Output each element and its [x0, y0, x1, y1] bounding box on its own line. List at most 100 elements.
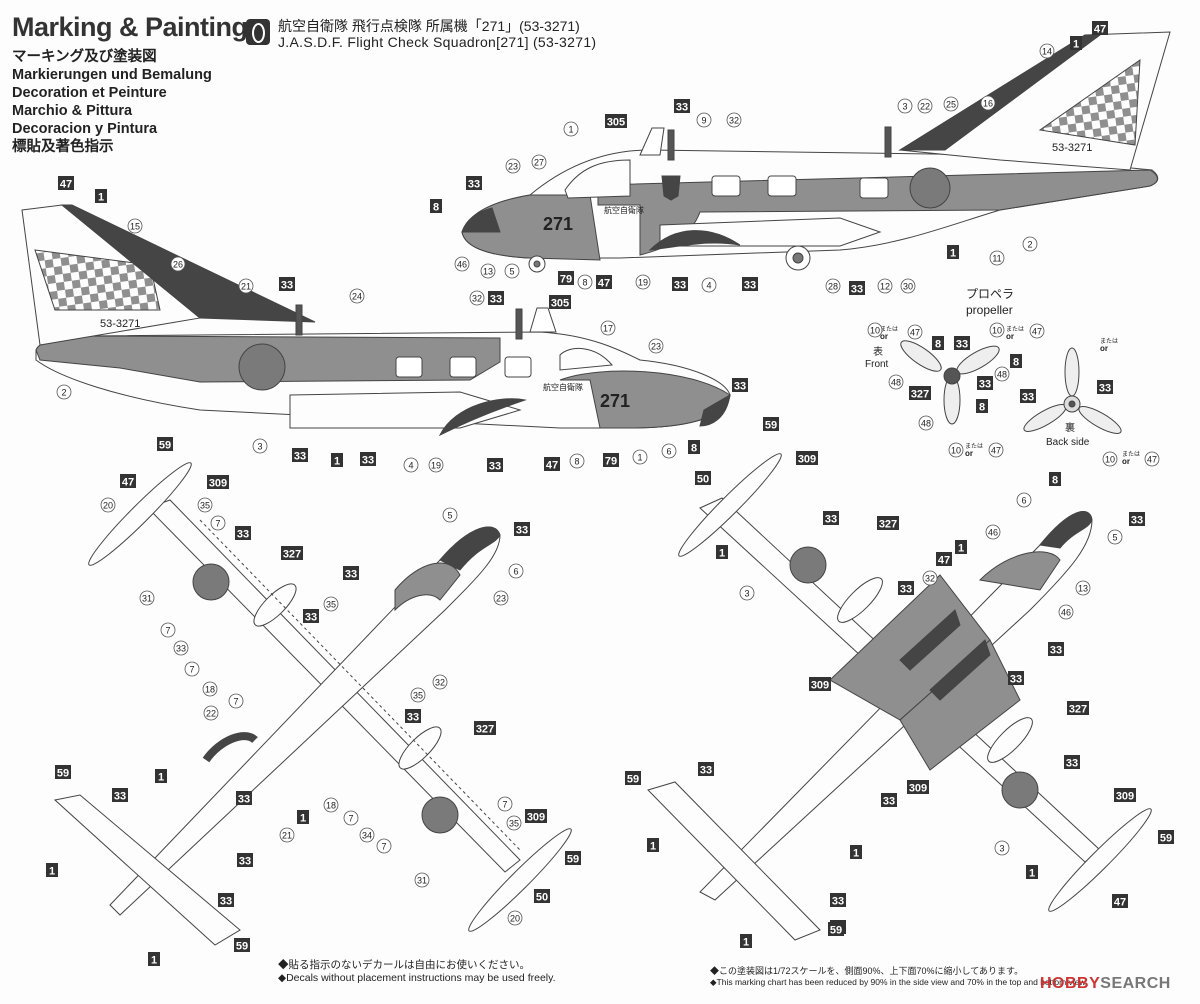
callout-prop-10: 10 — [867, 322, 883, 338]
callout-prop-8: 8 — [976, 399, 988, 414]
callout-side-bottom-47: 47 — [58, 176, 74, 191]
callout-side-top-27: 27 — [531, 154, 547, 170]
callout-side-bottom-24: 24 — [349, 288, 365, 304]
callout-prop-33: 33 — [1020, 389, 1036, 404]
svg-text:15: 15 — [130, 222, 140, 232]
scheme-title-en: J.A.S.D.F. Flight Check Squadron[271] (5… — [278, 34, 597, 50]
svg-text:33: 33 — [1066, 758, 1078, 770]
callout-plan-left-6: 6 — [508, 563, 524, 579]
note-right-jp: ◆この塗装図は1/72スケールを、側面90%、上下面70%に縮小してあります。 — [710, 966, 1024, 976]
svg-text:32: 32 — [925, 574, 935, 584]
svg-text:27: 27 — [534, 158, 544, 168]
callout-plan-right-33: 33 — [1129, 512, 1145, 527]
callout-plan-left-7: 7 — [160, 622, 176, 638]
svg-text:7: 7 — [348, 814, 353, 824]
svg-text:6: 6 — [513, 567, 518, 577]
callout-prop-48: 48 — [918, 415, 934, 431]
svg-text:33: 33 — [220, 896, 232, 908]
callout-side-top-79: 79 — [558, 271, 574, 286]
svg-text:または: または — [1122, 451, 1140, 458]
svg-text:30: 30 — [903, 282, 913, 292]
svg-text:4: 4 — [706, 281, 711, 291]
svg-text:47: 47 — [938, 555, 950, 567]
svg-text:21: 21 — [282, 831, 292, 841]
svg-text:10: 10 — [951, 446, 961, 456]
svg-text:47: 47 — [546, 460, 558, 472]
callout-plan-left-327: 327 — [281, 546, 303, 561]
svg-text:33: 33 — [305, 612, 317, 624]
svg-text:327: 327 — [911, 389, 929, 401]
title-translations: マーキング及び塗装図 Markierungen und Bemalung Dec… — [12, 48, 212, 156]
svg-text:59: 59 — [159, 440, 171, 452]
svg-text:21: 21 — [241, 282, 251, 292]
svg-text:1: 1 — [158, 772, 164, 784]
callout-plan-right-59: 59 — [625, 771, 641, 786]
svg-text:3: 3 — [257, 442, 262, 452]
callout-plan-left-32: 32 — [432, 674, 448, 690]
svg-text:33: 33 — [676, 102, 688, 114]
svg-text:8: 8 — [691, 443, 697, 455]
svg-text:7: 7 — [381, 842, 386, 852]
svg-text:47: 47 — [1147, 455, 1157, 465]
callout-plan-right-309: 309 — [796, 451, 818, 466]
callout-side-bottom-23: 23 — [648, 338, 664, 354]
callout-plan-left-18: 18 — [202, 681, 218, 697]
callout-plan-left-22: 22 — [203, 705, 219, 721]
svg-text:59: 59 — [567, 854, 579, 866]
svg-text:24: 24 — [352, 292, 362, 302]
svg-text:33: 33 — [1022, 392, 1034, 404]
callout-plan-left-33: 33 — [514, 522, 530, 537]
svg-text:33: 33 — [1131, 515, 1143, 527]
svg-text:8: 8 — [935, 339, 941, 351]
prop-front-jp: 表 — [873, 345, 883, 358]
svg-text:31: 31 — [417, 876, 427, 886]
callout-plan-left-7: 7 — [376, 838, 392, 854]
callout-side-top-30: 30 — [900, 278, 916, 294]
callout-prop-33: 33 — [977, 376, 993, 391]
watermark-logo: HOBBYSEARCH — [1040, 975, 1171, 993]
callout-side-bottom-26: 26 — [170, 256, 186, 272]
svg-text:46: 46 — [457, 260, 467, 270]
watermark-rest: SEARCH — [1100, 975, 1171, 992]
svg-text:305: 305 — [607, 117, 625, 129]
callout-plan-left-7: 7 — [184, 661, 200, 677]
callout-plan-left-33: 33 — [237, 853, 253, 868]
callout-side-bottom-47: 47 — [544, 457, 560, 472]
svg-text:11: 11 — [992, 254, 1001, 264]
callout-plan-right-5: 5 — [1107, 529, 1123, 545]
callout-side-top-22: 22 — [917, 98, 933, 114]
svg-text:9: 9 — [701, 116, 706, 126]
svg-text:or: or — [965, 449, 973, 458]
callout-side-bottom-15: 15 — [127, 218, 143, 234]
callout-side-top-12: 12 — [877, 278, 893, 294]
svg-text:32: 32 — [435, 678, 445, 688]
callout-side-bottom-305: 305 — [549, 295, 571, 310]
serial-upper: 53-3271 — [1052, 142, 1092, 154]
svg-text:33: 33 — [956, 339, 968, 351]
svg-text:33: 33 — [281, 280, 293, 292]
svg-text:1: 1 — [853, 848, 859, 860]
callout-plan-left-1: 1 — [297, 810, 309, 825]
svg-text:59: 59 — [236, 941, 248, 953]
svg-text:7: 7 — [502, 800, 507, 810]
unit-text-upper: 航空自衛隊 — [604, 205, 644, 215]
svg-text:47: 47 — [910, 328, 920, 338]
svg-text:33: 33 — [832, 896, 844, 908]
prop-title-en: propeller — [966, 303, 1013, 317]
svg-text:28: 28 — [828, 282, 838, 292]
callout-side-top-25: 25 — [943, 96, 959, 112]
callout-prop-10: 10 — [989, 322, 1005, 338]
callout-plan-left-35: 35 — [323, 596, 339, 612]
svg-text:50: 50 — [697, 474, 709, 486]
prop-back-jp: 裏 — [1065, 421, 1075, 434]
svg-text:47: 47 — [598, 278, 610, 290]
svg-text:33: 33 — [237, 529, 249, 541]
svg-text:309: 309 — [798, 454, 816, 466]
svg-text:または: または — [1100, 338, 1118, 345]
callout-plan-right-47: 47 — [1112, 894, 1128, 909]
svg-text:33: 33 — [883, 796, 895, 808]
svg-text:23: 23 — [651, 342, 661, 352]
svg-text:6: 6 — [666, 447, 671, 457]
callout-plan-left-33: 33 — [218, 893, 234, 908]
svg-text:33: 33 — [1010, 674, 1022, 686]
